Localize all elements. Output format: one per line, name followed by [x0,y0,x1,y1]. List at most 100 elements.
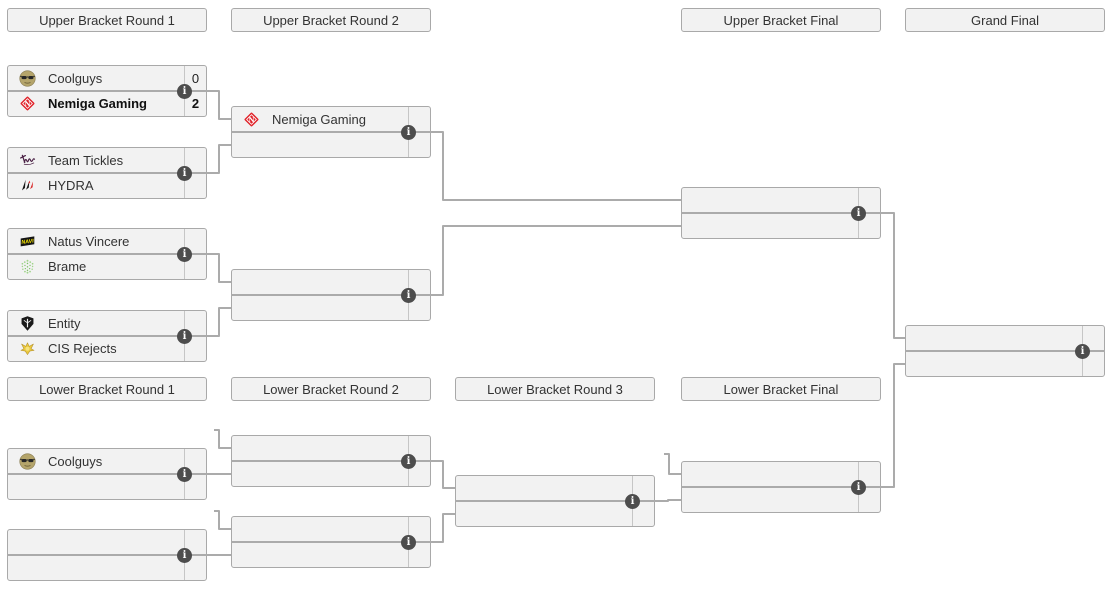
coolguys-sunglasses-emoji-logo [19,453,36,470]
row-divider [681,212,881,214]
team-slot: NAVI Natus Vincere [8,229,184,254]
hydra-strokes-logo [19,177,36,194]
team-name[interactable]: Nemiga Gaming [272,112,366,127]
match-info-icon[interactable]: i [851,480,866,495]
match-lb-r2-m1: i [231,435,431,487]
header-label: Lower Bracket Round 3 [487,381,623,397]
team-slot [682,213,858,238]
svg-text:N: N [248,116,255,124]
match-info-icon[interactable]: i [177,166,192,181]
team-name[interactable]: Coolguys [48,71,103,86]
match-lb-r1-m1: Coolguys i [7,448,207,500]
match-lb-r1-m2: i [7,529,207,581]
row-divider [7,335,207,337]
team-name[interactable]: Brame [48,259,87,274]
natus-vincere-navi-logo: NAVI [20,236,35,247]
row-divider [231,460,431,462]
team-slot: N Nemiga Gaming [232,107,408,132]
cis-rejects-phoenix-logo [19,340,36,357]
match-ub-r1-m2: Team Tickles HYDRA i [7,147,207,199]
team-name[interactable]: Nemiga Gaming [48,96,147,111]
header-lower-bracket-round-1: Lower Bracket Round 1 [7,377,207,401]
team-slot: CIS Rejects [8,336,184,361]
team-slot: HYDRA [8,173,184,198]
row-divider [7,90,207,92]
match-ub-final: i [681,187,881,239]
nemiga-gaming-diamond-logo: N [19,95,36,112]
match-info-icon[interactable]: i [177,467,192,482]
entity-emblem-logo [19,315,36,332]
match-info-icon[interactable]: i [401,535,416,550]
team-slot: Team Tickles [8,148,184,173]
cis-rejects-phoenix-logo [20,342,35,355]
brame-dotted-logo [21,259,34,274]
match-ub-r1-m4: Entity CIS Rejects i [7,310,207,362]
team-tickles-script-logo [19,152,36,169]
match-info-icon[interactable]: i [625,494,640,509]
entity-emblem-logo [21,316,34,331]
team-slot [232,295,408,320]
header-label: Upper Bracket Round 1 [39,12,175,28]
header-label: Grand Final [971,12,1039,28]
match-ub-r2-m2: i [231,269,431,321]
team-slot [8,555,184,580]
team-slot [232,436,408,461]
match-info-icon[interactable]: i [401,125,416,140]
team-name[interactable]: Team Tickles [48,153,124,168]
match-info-icon[interactable]: i [177,247,192,262]
coolguys-sunglasses-emoji-logo [19,453,36,470]
row-divider [681,486,881,488]
header-lower-bracket-final: Lower Bracket Final [681,377,881,401]
header-upper-bracket-round-1: Upper Bracket Round 1 [7,8,207,32]
match-info-icon[interactable]: i [1075,344,1090,359]
match-ub-r1-m1: Coolguys N Nemiga Gaming 0 2 i [7,65,207,117]
header-label: Upper Bracket Round 2 [263,12,399,28]
team-slot [8,530,184,555]
team-slot: Entity [8,311,184,336]
match-lb-final: i [681,461,881,513]
team-name[interactable]: CIS Rejects [48,341,117,356]
row-divider [7,172,207,174]
match-info-icon[interactable]: i [177,329,192,344]
team-name[interactable]: Entity [48,316,81,331]
row-divider [455,500,655,502]
header-upper-bracket-round-2: Upper Bracket Round 2 [231,8,431,32]
team-slot [232,461,408,486]
coolguys-sunglasses-emoji-logo [19,70,36,87]
svg-text:N: N [24,100,31,108]
hydra-strokes-logo [21,179,34,191]
team-slot: N Nemiga Gaming [8,91,184,116]
coolguys-sunglasses-emoji-logo [19,70,36,87]
match-info-icon[interactable]: i [401,454,416,469]
team-slot: Brame [8,254,184,279]
team-slot [232,542,408,567]
team-slot [232,517,408,542]
team-slot [456,476,632,501]
header-upper-bracket-final: Upper Bracket Final [681,8,881,32]
team-slot: Coolguys [8,66,184,91]
team-slot [232,132,408,157]
match-info-icon[interactable]: i [177,548,192,563]
header-lower-bracket-round-2: Lower Bracket Round 2 [231,377,431,401]
match-info-icon[interactable]: i [401,288,416,303]
match-info-icon[interactable]: i [851,206,866,221]
match-lb-r3-m1: i [455,475,655,527]
row-divider [231,294,431,296]
team-slot [906,351,1082,376]
header-lower-bracket-round-3: Lower Bracket Round 3 [455,377,655,401]
row-divider [7,253,207,255]
match-ub-r2-m1: N Nemiga Gaming i [231,106,431,158]
team-tickles-script-logo [20,154,36,166]
team-name[interactable]: HYDRA [48,178,94,193]
header-grand-final: Grand Final [905,8,1105,32]
team-name[interactable]: Natus Vincere [48,234,130,249]
row-divider [905,350,1105,352]
team-name[interactable]: Coolguys [48,454,103,469]
nemiga-gaming-diamond-logo: N [244,112,259,127]
match-ub-r1-m3: NAVI Natus Vincere Brame [7,228,207,280]
header-label: Upper Bracket Final [723,12,839,28]
match-info-icon[interactable]: i [177,84,192,99]
row-divider [231,131,431,133]
